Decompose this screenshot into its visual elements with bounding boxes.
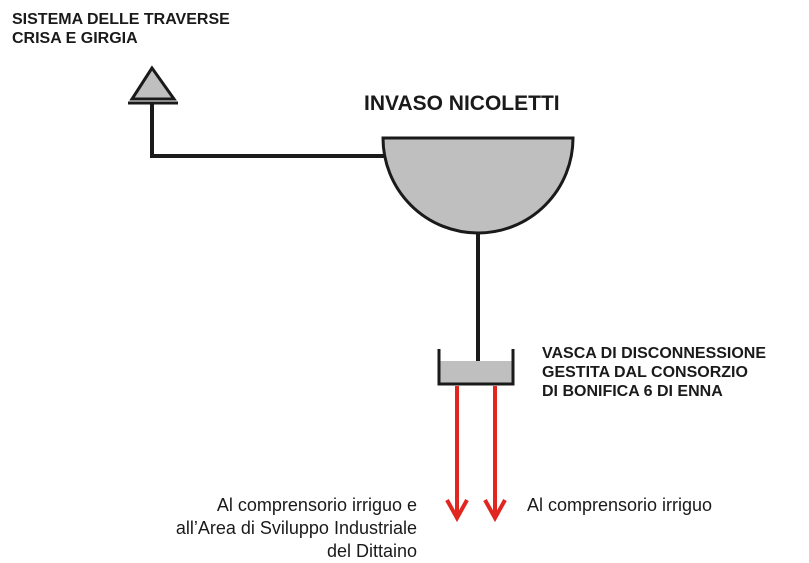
invaso-label: INVASO NICOLETTI bbox=[364, 92, 560, 115]
vasca-label-line-1: VASCA DI DISCONNESSIONE bbox=[542, 345, 767, 362]
outflow-right-arrowhead-icon bbox=[483, 499, 507, 523]
left-destination-line-2: all’Area di Sviluppo Industriale bbox=[175, 518, 417, 538]
vasca-label: VASCA DI DISCONNESSIONE GESTITA DAL CONS… bbox=[542, 344, 766, 401]
vasca-label-line-2: GESTITA DAL CONSORZIO bbox=[542, 364, 748, 381]
right-destination-label: Al comprensorio irriguo bbox=[527, 495, 713, 515]
left-destination-label: Al comprensorio irriguo e all’Area di Sv… bbox=[130, 494, 417, 563]
left-destination-line-1: Al comprensorio irriguo e bbox=[216, 495, 417, 515]
traverse-label: SISTEMA DELLE TRAVERSE CRISA E GIRGIA bbox=[12, 10, 230, 48]
outflow-left-arrowhead-icon bbox=[445, 499, 469, 523]
left-destination-line-3: del Dittaino bbox=[326, 541, 417, 561]
vasca-label-line-3: DI BONIFICA 6 DI ENNA bbox=[542, 383, 723, 400]
traverse-label-line-2: CRISA E GIRGIA bbox=[12, 30, 138, 47]
traverse-label-line-1: SISTEMA DELLE TRAVERSE bbox=[12, 11, 230, 28]
vasca-tank-fill bbox=[440, 361, 512, 383]
traverse-triangle-icon bbox=[129, 65, 177, 101]
vasca-tank-walls bbox=[437, 349, 515, 386]
invaso-reservoir-shape bbox=[381, 136, 575, 235]
connector-traverse-invaso bbox=[150, 104, 385, 158]
